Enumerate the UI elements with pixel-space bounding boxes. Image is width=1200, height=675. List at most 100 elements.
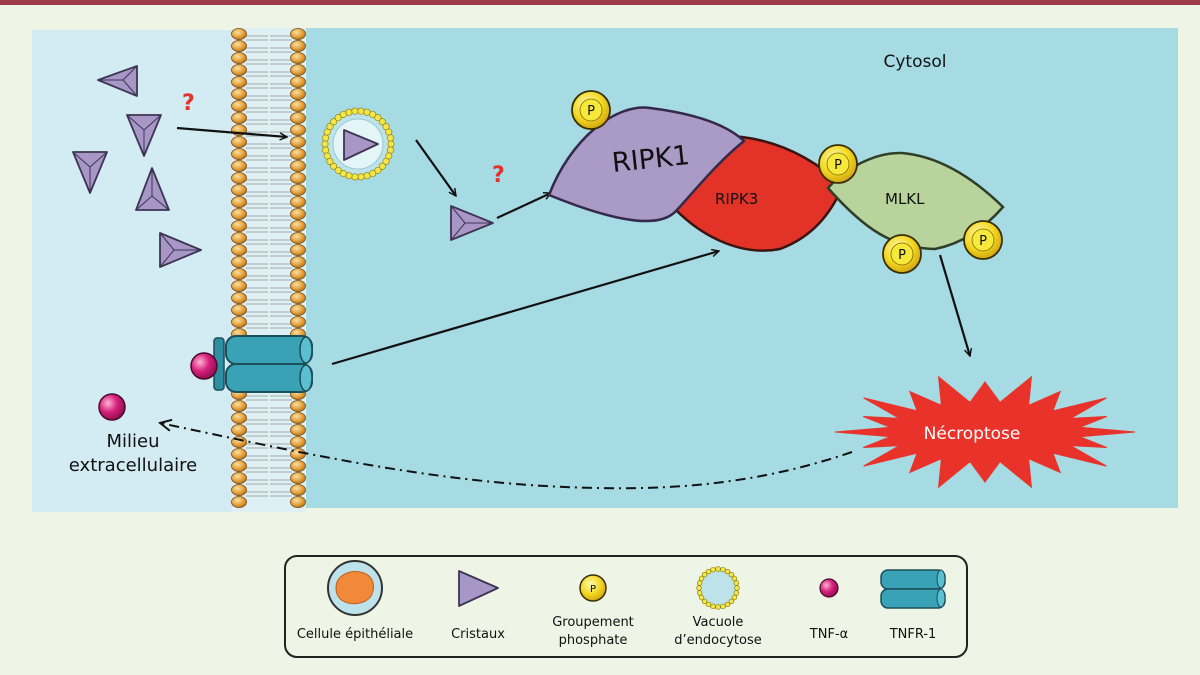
membrane-lipid-head — [290, 52, 306, 64]
top-bar — [0, 0, 1200, 5]
membrane-lipid-head — [290, 316, 306, 328]
phosphate-group: P — [571, 90, 611, 130]
membrane-lipid-head — [290, 160, 306, 172]
membrane-lipid-head — [231, 292, 247, 304]
legend-label-vacuole-line2: d’endocytose — [674, 633, 762, 648]
membrane-lipid-head — [290, 472, 306, 484]
necroptosis-burst: Nécroptose — [834, 375, 1136, 489]
endocytic-vacuole — [321, 107, 395, 181]
membrane-lipid-head — [290, 436, 306, 448]
membrane-lipid-head — [231, 40, 247, 52]
membrane-lipid-head — [231, 28, 247, 40]
svg-text:P: P — [590, 584, 596, 595]
membrane-lipid-head — [231, 136, 247, 148]
phosphate-label: P — [898, 248, 906, 263]
membrane-lipid-head — [231, 148, 247, 160]
membrane-lipid-head — [231, 472, 247, 484]
crystal-to-ripk1-arrow — [496, 192, 551, 219]
membrane-lipid-head — [231, 196, 247, 208]
membrane-lipid-head — [231, 76, 247, 88]
membrane-lipid-head — [231, 400, 247, 412]
activation-question-mark: ? — [492, 163, 505, 188]
extracellular-label-line2: extracellulaire — [69, 455, 197, 476]
legend-label-vacuole-line1: Vacuole — [693, 615, 744, 630]
cell-membrane — [231, 28, 306, 512]
phosphate-group: P — [882, 234, 922, 274]
membrane-lipid-head — [290, 304, 306, 316]
membrane-lipid-head — [290, 220, 306, 232]
crystal — [72, 151, 108, 194]
legend-label-tnf-alpha: TNF-α — [809, 627, 848, 642]
membrane-lipid-head — [231, 268, 247, 280]
membrane-lipid-head — [290, 400, 306, 412]
membrane-lipid-head — [231, 316, 247, 328]
membrane-lipid-head — [231, 64, 247, 76]
membrane-lipid-head — [231, 88, 247, 100]
vacuole-icon — [696, 566, 740, 610]
legend-label-phosphate-line2: phosphate — [559, 633, 628, 648]
membrane-lipid-head — [290, 112, 306, 124]
legend: P Cellule épithéliale Cristaux Groupemen… — [284, 555, 968, 658]
membrane-lipid-head — [290, 232, 306, 244]
mlkl-to-necroptosis-arrow — [938, 254, 970, 356]
phosphate-icon: P — [579, 574, 607, 602]
ripk3-label: RIPK3 — [715, 190, 758, 208]
crystal-entry-arrow — [176, 126, 287, 137]
membrane-lipid-head — [231, 184, 247, 196]
membrane-lipid-head — [290, 136, 306, 148]
membrane-lipid-head — [231, 280, 247, 292]
cytosol-label: Cytosol — [884, 52, 947, 72]
membrane-lipid-head — [231, 460, 247, 472]
crystal — [343, 129, 379, 161]
membrane-lipid-head — [290, 184, 306, 196]
tnf-alpha-icon — [819, 578, 839, 598]
membrane-lipid-head — [231, 304, 247, 316]
membrane-lipid-head — [290, 460, 306, 472]
membrane-lipid-head — [290, 76, 306, 88]
membrane-lipid-head — [290, 148, 306, 160]
legend-label-crystals: Cristaux — [451, 627, 505, 642]
crystal — [135, 167, 170, 211]
membrane-lipid-head — [290, 124, 306, 136]
membrane-lipid-head — [290, 244, 306, 256]
crystal — [126, 114, 162, 157]
tnfr1-icon — [880, 569, 946, 609]
membrane-lipid-head — [290, 88, 306, 100]
membrane-lipid-head — [290, 424, 306, 436]
tnf-alpha-molecule — [190, 352, 218, 380]
membrane-lipid-head — [231, 52, 247, 64]
membrane-lipid-head — [290, 172, 306, 184]
membrane-lipid-head — [231, 484, 247, 496]
tnfr1-to-ripk3-arrow — [331, 251, 719, 366]
crystal-group — [72, 65, 202, 268]
membrane-lipid-head — [231, 100, 247, 112]
membrane-lipid-head — [231, 448, 247, 460]
membrane-lipid-head — [231, 172, 247, 184]
tnfr1-receptor — [213, 335, 313, 393]
legend-label-phosphate-line1: Groupement — [552, 615, 634, 630]
crystal — [450, 205, 494, 241]
phosphate-label: P — [979, 234, 987, 249]
phosphate-label: P — [587, 104, 595, 119]
mlkl-label: MLKL — [885, 190, 925, 208]
epithelial-cell-icon — [327, 560, 383, 616]
membrane-lipid-head — [231, 256, 247, 268]
phosphate-label: P — [834, 158, 842, 173]
membrane-lipid-head — [290, 196, 306, 208]
extracellular-label-line1: Milieu — [106, 431, 159, 452]
tnf-alpha-molecule — [98, 393, 126, 421]
membrane-lipid-head — [231, 112, 247, 124]
membrane-lipid-head — [231, 244, 247, 256]
crystal — [159, 232, 202, 268]
membrane-lipid-head — [290, 208, 306, 220]
tnf-release-arrow — [160, 423, 853, 490]
membrane-lipid-head — [290, 484, 306, 496]
membrane-lipid-head — [231, 232, 247, 244]
vacuole-release-arrow — [415, 139, 456, 196]
phosphate-group: P — [818, 144, 858, 184]
membrane-lipid-head — [231, 424, 247, 436]
crystal — [97, 65, 138, 97]
membrane-lipid-head — [231, 496, 247, 508]
uptake-question-mark: ? — [182, 91, 195, 116]
